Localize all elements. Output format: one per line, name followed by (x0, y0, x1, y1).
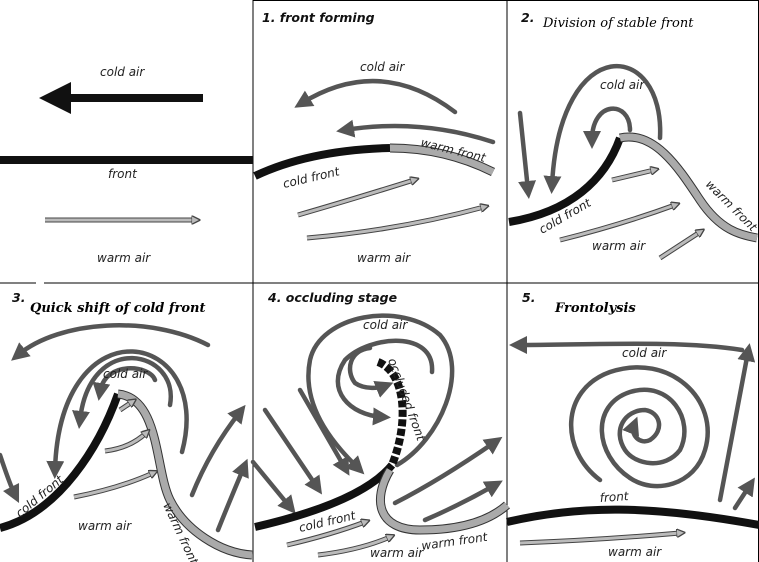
warm-air-arrow (306, 207, 484, 240)
panel-title: Quick shift of cold front (30, 301, 206, 316)
warm-air-label: warm air (592, 239, 646, 253)
panel-title: 4. occluding stage (267, 290, 397, 305)
occluded-front-line (376, 358, 407, 467)
warm-air-arrow (286, 522, 365, 547)
warm-air-arrow (392, 436, 503, 506)
panel-division: 2. Division of stable front cold air col… (508, 10, 759, 261)
cold-air-label: cold air (360, 60, 405, 74)
cold-air-arrow (599, 387, 687, 481)
cold-air-label: cold air (600, 78, 645, 92)
warm-air-arrow (611, 170, 654, 182)
cold-air-arrow (72, 355, 173, 429)
cold-air-arrow (509, 335, 745, 354)
cold-front-line (253, 144, 391, 180)
cold-air-arrow (294, 78, 458, 115)
panel-frontolysis: 5. Frontolysis cold air front warm air (506, 290, 759, 559)
warm-air-label: warm air (357, 251, 411, 265)
occluded-front-label: occluded front (385, 356, 428, 443)
cold-air-arrow (336, 119, 496, 145)
cold-air-arrow (347, 345, 394, 398)
warm-front-line (389, 144, 495, 176)
warm-front-line (376, 468, 510, 534)
cold-front-line (0, 392, 122, 532)
warm-air-arrow (659, 232, 700, 260)
panel-number: 2. (521, 10, 534, 25)
warm-air-arrow (317, 537, 390, 557)
warm-air-arrow (297, 180, 414, 217)
warm-air-label: warm air (608, 545, 662, 559)
cold-air-arrow (583, 106, 633, 149)
cold-air-arrow (306, 313, 455, 475)
warm-air-label: warm air (97, 251, 151, 265)
warm-air-arrow (189, 404, 246, 498)
cold-air-arrow (92, 366, 158, 401)
cold-air-arrow (46, 349, 189, 479)
warm-air-arrow (519, 533, 680, 545)
front-line (506, 505, 759, 529)
warm-air-arrow (422, 480, 503, 523)
panel-number: 3. (12, 290, 25, 305)
cold-air-arrow (262, 407, 323, 495)
cold-air-arrow (11, 323, 211, 361)
warm-front-line (619, 133, 758, 242)
cold-air-arrow (568, 365, 710, 489)
cold-air-arrow (335, 338, 435, 426)
front-label: front (108, 167, 138, 181)
cold-air-arrow (543, 63, 663, 194)
cold-air-label: cold air (103, 367, 148, 381)
cold-front-label: cold front (282, 164, 342, 191)
warm-air-arrow (104, 433, 146, 453)
warm-air-label: warm air (78, 519, 132, 533)
warm-air-arrow (732, 477, 755, 511)
cold-air-arrow (250, 459, 296, 514)
panel-number: 5. (522, 290, 535, 305)
warm-air-arrow (119, 402, 132, 412)
panel-title: Division of stable front (542, 16, 694, 31)
warm-air-arrow (215, 458, 249, 533)
front-label: front (599, 489, 630, 505)
cold-air-label: cold air (100, 65, 145, 79)
panel-initial: cold air front warm air (0, 65, 253, 265)
cold-air-label: cold air (363, 318, 408, 332)
cold-air-arrow (517, 110, 537, 199)
panel-title: Frontolysis (554, 301, 636, 316)
cold-front-line (508, 136, 624, 226)
cold-air-arrow (0, 452, 20, 504)
panel-title: 1. front forming (262, 10, 375, 25)
warm-air-arrow (73, 473, 153, 499)
cold-air-label: cold air (622, 346, 667, 360)
warm-air-arrow (559, 205, 675, 242)
panel-occluding: 4. occluding stage cold air occluded fro… (250, 290, 510, 560)
warm-front-line (117, 390, 253, 559)
panel-front-forming: 1. front forming cold air warm front col… (253, 10, 496, 265)
cold-air-arrow (717, 343, 756, 503)
warm-air-label: warm air (370, 546, 424, 560)
panel-quick-shift: 3. Quick shift of cold front cold air co… (0, 290, 253, 562)
cold-air-arrow (297, 387, 350, 476)
